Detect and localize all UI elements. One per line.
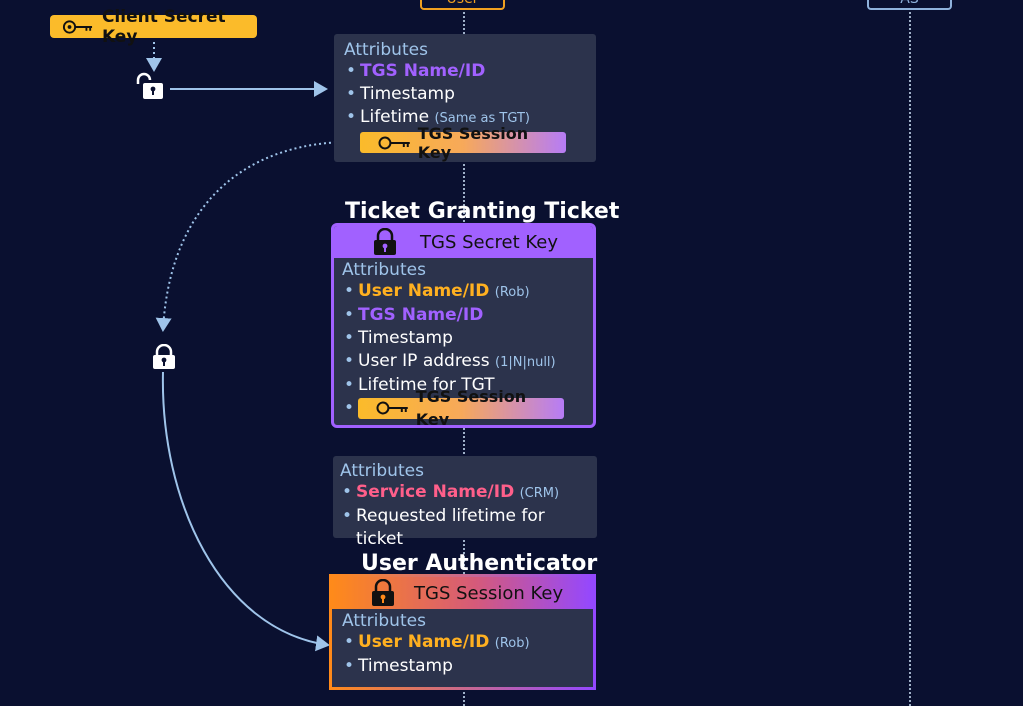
attributes-panel-tgs-request: Attributes TGS Name/ID Timestamp Lifetim… xyxy=(334,34,596,162)
lock-to-authenticator-arrow xyxy=(161,371,330,652)
attributes-header: Attributes xyxy=(342,260,426,280)
as-lifeline xyxy=(909,0,911,706)
list-item: TGS Name/ID xyxy=(344,60,596,83)
attributes-header: Attributes xyxy=(344,40,428,60)
tgt-header-label: TGS Secret Key xyxy=(420,231,558,253)
list-item: Service Name/ID (CRM) xyxy=(340,481,597,505)
actor-user[interactable]: User xyxy=(420,0,505,10)
list-item: User Name/ID (Rob) xyxy=(342,280,593,304)
authenticator-header: TGS Session Key xyxy=(332,577,593,609)
attributes-header: Attributes xyxy=(340,461,424,481)
authenticator-box[interactable]: TGS Session Key Attributes User Name/ID … xyxy=(329,574,596,690)
lock-icon xyxy=(374,228,396,255)
attributes-panel-service-request: Attributes Service Name/ID (CRM) Request… xyxy=(333,456,597,549)
actor-as[interactable]: AS xyxy=(867,0,952,10)
list-item: Timestamp xyxy=(342,327,593,350)
list-item: User Name/ID (Rob) xyxy=(342,631,593,655)
client-secret-key-badge: Client Secret Key xyxy=(50,7,257,47)
authenticator-title: User Authenticator xyxy=(361,551,598,576)
list-item: Requested lifetime for ticket xyxy=(340,505,597,551)
lock-icon xyxy=(153,344,175,369)
tgt-title: Ticket Granting Ticket xyxy=(345,199,620,224)
list-item: Lifetime for TGT xyxy=(342,374,593,397)
tgs-session-key-badge: TGS Session Key xyxy=(358,387,564,425)
session-key-to-lock-arrow xyxy=(155,140,357,332)
list-item: User IP address (1|N|null) xyxy=(342,350,593,374)
unlock-icon xyxy=(136,72,163,99)
list-item: Lifetime (Same as TGT) xyxy=(344,106,596,130)
list-item: Timestamp xyxy=(344,83,596,106)
tgs-session-key-badge: TGS Session Key xyxy=(360,124,566,162)
list-item: TGS Name/ID xyxy=(342,304,593,327)
client-secret-key-label: Client Secret Key xyxy=(101,6,226,47)
key-icon xyxy=(62,19,93,34)
attributes-header: Attributes xyxy=(342,611,426,631)
tgt-box[interactable]: TGS Secret Key Attributes User Name/ID (… xyxy=(331,223,596,428)
authenticator-header-label: TGS Session Key xyxy=(414,582,564,604)
list-item: Timestamp xyxy=(342,655,593,678)
list-item: TGS Session Key xyxy=(342,387,593,425)
lock-icon xyxy=(372,579,394,606)
key-icon xyxy=(376,401,408,415)
tgt-header: TGS Secret Key xyxy=(334,226,593,258)
key-icon xyxy=(378,136,410,149)
